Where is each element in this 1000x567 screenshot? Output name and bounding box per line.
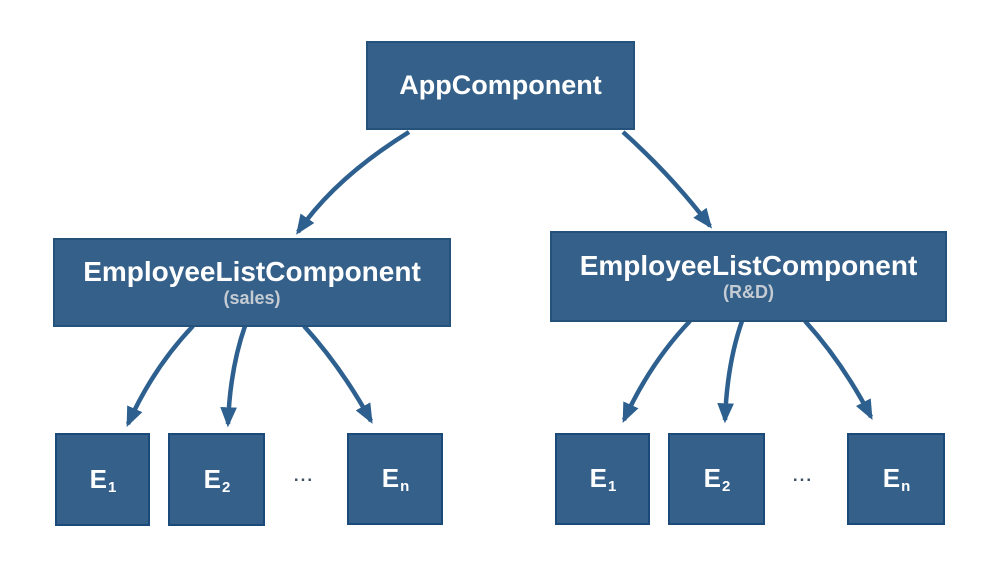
arrow-sales-to-en (302, 324, 373, 424)
arrow-app-to-sales-list (296, 130, 411, 235)
node-employee-list-rnd: EmployeeListComponent (R&D) (550, 231, 947, 322)
node-employee-sales-1: E1 (55, 433, 150, 526)
ellipsis-rnd: ... (792, 466, 814, 485)
node-employee-sales-n: En (347, 433, 443, 525)
node-label: E1 (89, 463, 117, 496)
node-label: En (882, 463, 911, 496)
node-employee-rnd-2: E2 (668, 433, 765, 525)
node-employee-rnd-n: En (847, 433, 945, 525)
arrow-rnd-to-en (803, 319, 873, 420)
arrow-sales-to-e1 (125, 324, 195, 428)
arrow-sales-to-e2 (220, 325, 248, 428)
node-employee-sales-2: E2 (168, 433, 265, 526)
arrow-app-to-rnd-list (621, 130, 713, 229)
node-label: EmployeeListComponent (579, 250, 918, 282)
node-label: EmployeeListComponent (83, 256, 421, 288)
node-label: En (381, 463, 410, 496)
node-label: AppComponent (399, 70, 602, 101)
node-sublabel: (sales) (223, 287, 281, 308)
node-label: E2 (703, 463, 731, 496)
ellipsis-sales: ... (293, 466, 315, 485)
node-employee-rnd-1: E1 (555, 433, 650, 525)
node-employee-list-sales: EmployeeListComponent (sales) (53, 238, 451, 327)
node-app-component: AppComponent (366, 41, 635, 130)
node-label: E2 (203, 463, 231, 496)
arrow-rnd-to-e2 (717, 320, 745, 424)
node-label: E1 (589, 463, 617, 496)
node-sublabel: (R&D) (723, 281, 774, 302)
arrow-rnd-to-e1 (621, 319, 692, 424)
